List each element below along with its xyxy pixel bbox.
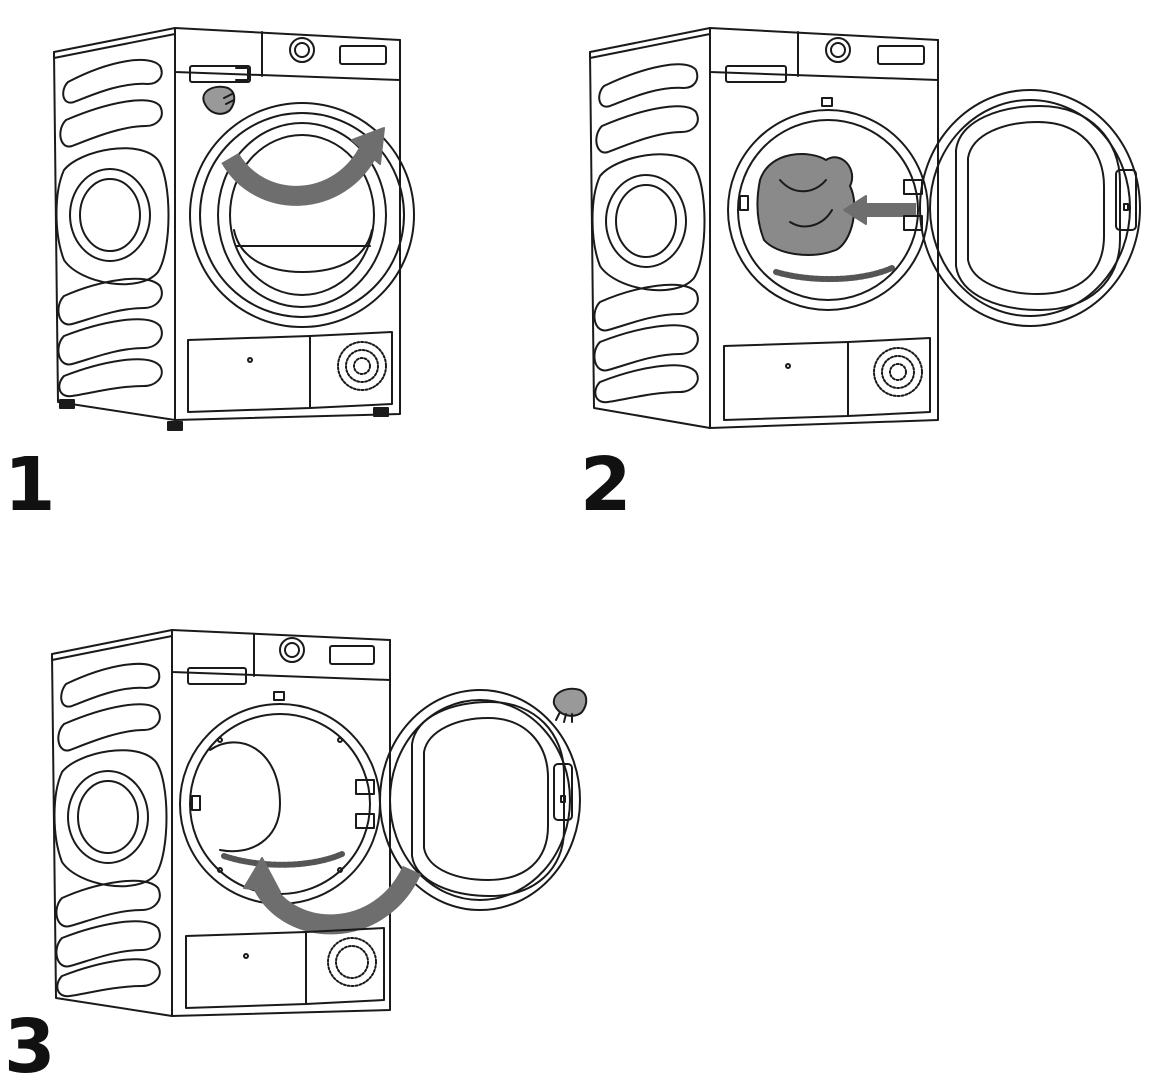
- side-ribs: [53, 662, 168, 998]
- dryer-closed-illustration: [53, 27, 415, 431]
- water-drawer: [187, 667, 247, 685]
- step-number: 2: [580, 442, 632, 528]
- door-ring: [189, 102, 415, 328]
- filter-flap: [723, 341, 849, 421]
- dryer-front: [171, 629, 391, 1017]
- drum-opening: [727, 109, 929, 311]
- dryer-open-loading-illustration: [589, 27, 1141, 429]
- vent-grille: [873, 347, 923, 397]
- curved-arrow-right-icon: [221, 143, 379, 206]
- water-drawer: [725, 65, 787, 83]
- laundry-icon: [756, 153, 856, 256]
- step-1-panel: 1: [4, 10, 420, 522]
- open-door-ring: [379, 689, 581, 911]
- filter-flap: [187, 335, 311, 413]
- vent-grille: [337, 341, 387, 391]
- program-knob: [289, 37, 315, 63]
- step-number: 3: [4, 1004, 56, 1090]
- open-door-ring: [919, 89, 1141, 327]
- program-knob: [825, 37, 851, 63]
- dryer-side-panel: [51, 629, 173, 1017]
- step-number: 1: [4, 442, 56, 528]
- curved-arrow-left-icon: [253, 865, 422, 935]
- hand-icon: [552, 687, 588, 717]
- vent-grille: [327, 937, 377, 987]
- door-glass: [411, 701, 565, 897]
- display-window: [877, 45, 925, 65]
- dryer-closing-door-illustration: [51, 629, 588, 1017]
- step-3-panel: 3: [4, 620, 620, 1087]
- hand-icon: [202, 85, 236, 115]
- display-window: [339, 45, 387, 65]
- side-ribs: [55, 58, 170, 398]
- step-2-panel: 2: [580, 10, 1160, 528]
- side-ribs: [591, 63, 706, 404]
- door-glass: [955, 105, 1121, 311]
- dryer-front: [709, 27, 939, 429]
- filter-flap: [185, 931, 307, 1009]
- door-glass: [217, 122, 387, 308]
- display-window: [329, 645, 375, 665]
- water-drawer: [189, 65, 251, 83]
- program-knob: [279, 637, 305, 663]
- dryer-front: [174, 27, 401, 421]
